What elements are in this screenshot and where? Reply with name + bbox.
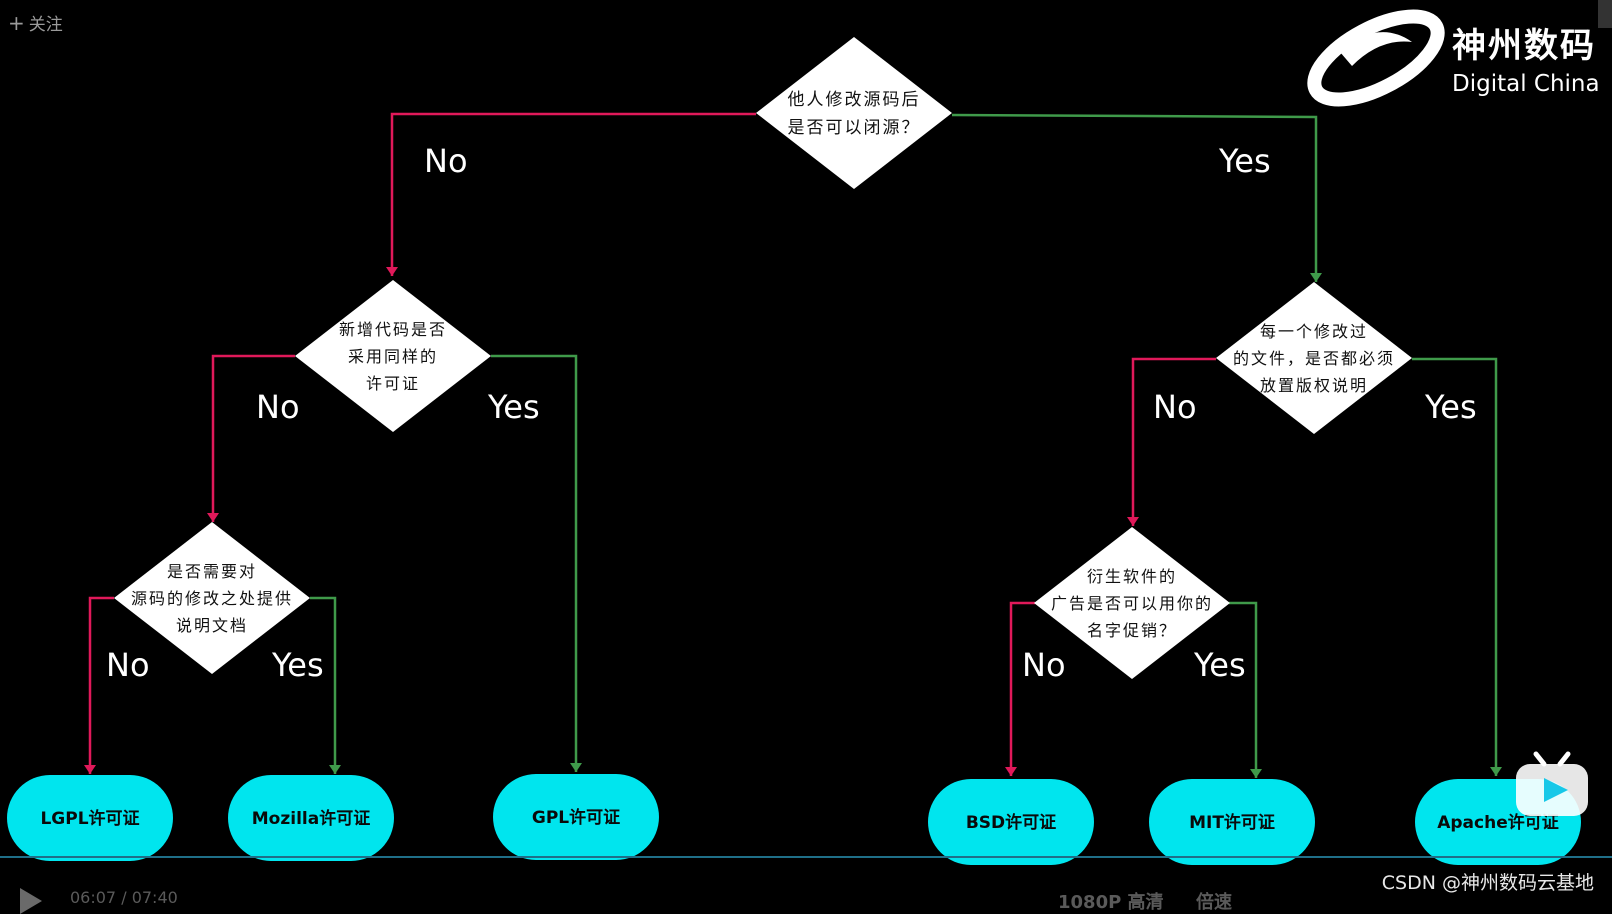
decision-text-line: 说明文档 [176,616,248,635]
follow-button[interactable]: +关注 [8,10,63,35]
arrowhead-2 [207,513,219,522]
plus-icon: + [8,11,25,35]
decision-text-line: 每一个修改过 [1260,322,1368,341]
decision-text-line: 采用同样的 [348,347,438,366]
follow-label: 关注 [28,15,63,35]
decision-diamond [1034,527,1230,679]
player-controls: 06:07 / 07:40 1080P 高清 倍速 [0,868,1612,914]
license-label: MIT许可证 [1189,812,1275,833]
connector-no-8 [1009,601,1035,776]
time-display: 06:07 / 07:40 [70,888,178,907]
bilibili-tv-icon [1516,751,1588,816]
decision-text-line: 新增代码是否 [339,320,447,339]
time-total: 07:40 [131,888,178,907]
connector-no-0 [390,112,756,276]
decision-text-line: 衍生软件的 [1087,567,1177,586]
decision-text-line: 的文件，是否都必须 [1233,349,1395,368]
decision-text-line: 放置版权说明 [1260,376,1368,395]
license-label: BSD许可证 [966,812,1056,833]
connector-no-2 [211,354,295,522]
play-icon[interactable] [20,888,42,914]
arrowhead-9 [1250,769,1262,778]
branch-label-no-0: No [424,142,468,180]
license-label: Apache许可证 [1437,812,1559,833]
decision-diamond [1216,282,1412,434]
branch-label-yes-1: Yes [1218,142,1271,180]
branch-label-yes-3: Yes [487,388,540,426]
arrowhead-0 [386,267,398,276]
logo-text: 神州数码 Digital China [1452,18,1600,97]
license-label: Mozilla许可证 [252,808,370,829]
arrowhead-1 [1310,273,1322,282]
logo-en: Digital China [1452,71,1600,97]
arrowhead-5 [329,765,341,774]
time-separator: / [121,888,127,907]
video-progress-bar[interactable] [0,856,1612,858]
connector-no-6 [1131,357,1216,526]
license-mit: MIT许可证 [1149,779,1315,865]
license-pill [228,775,394,861]
connector-yes-3 [491,354,578,772]
license-pill [7,775,173,861]
license-gpl: GPL许可证 [493,774,659,860]
decision-text-line: 名字促销？ [1087,621,1177,640]
branch-label-no-2: No [256,388,300,426]
connector-yes-5 [310,596,337,774]
license-pill [928,779,1094,865]
license-pill [493,774,659,860]
connector-yes-1 [951,113,1318,282]
arrowhead-7 [1490,767,1502,776]
license-pill [1149,779,1315,865]
branch-label-no-4: No [106,646,150,684]
logo-cn: 神州数码 [1452,26,1596,66]
decision-text-line: 他人修改源码后 [788,90,921,110]
branch-label-yes-9: Yes [1193,646,1246,684]
decision-text-line: 是否需要对 [167,562,257,581]
license-label: GPL许可证 [532,807,620,828]
quality-button[interactable]: 1080P 高清 [1058,892,1164,913]
branch-label-yes-7: Yes [1424,388,1477,426]
decision-diamond [114,522,310,674]
connector-no-4 [88,596,114,774]
license-bsd: BSD许可证 [928,779,1094,865]
license-label: LGPL许可证 [40,808,139,829]
arrowhead-8 [1005,767,1017,776]
branch-label-no-8: No [1022,646,1066,684]
branch-label-no-6: No [1153,388,1197,426]
decision-diamond [295,280,491,432]
connector-yes-7 [1412,357,1498,776]
decision-diamond [756,37,952,189]
corner-handle [1598,0,1612,28]
license-lgpl: LGPL许可证 [7,775,173,861]
license-mozilla: Mozilla许可证 [228,775,394,861]
arrowhead-3 [570,763,582,772]
logo-icon [1307,9,1445,107]
watermark: CSDN @神州数码云基地 [1381,872,1594,894]
branch-label-yes-5: Yes [271,646,324,684]
decision-text-line: 许可证 [366,374,420,393]
decision-text-line: 源码的修改之处提供 [131,589,293,608]
arrowhead-4 [84,765,96,774]
connector-yes-9 [1229,601,1258,778]
arrowhead-6 [1127,517,1139,526]
decision-text-line: 是否可以闭源？ [788,118,921,138]
time-current: 06:07 [70,888,117,907]
decision-text-line: 广告是否可以用你的 [1051,594,1213,613]
speed-button[interactable]: 倍速 [1196,892,1232,913]
